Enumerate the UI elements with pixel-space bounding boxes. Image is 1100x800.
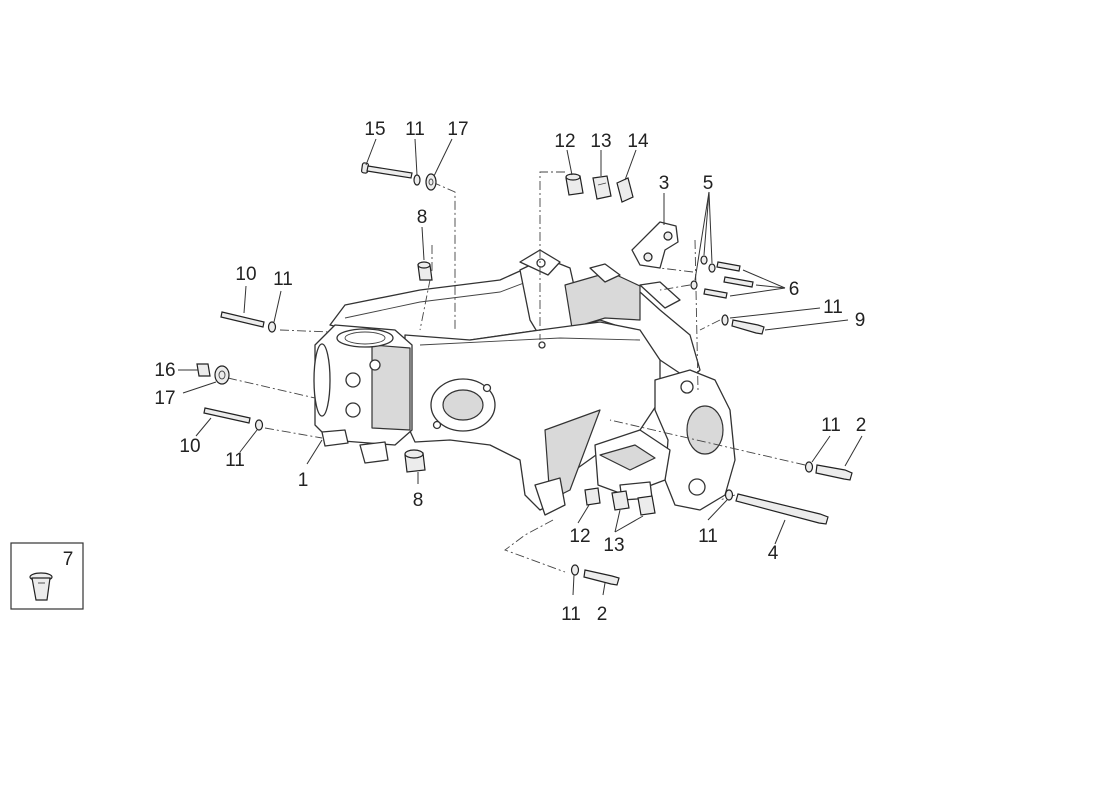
spacer-8-lower [404,449,426,473]
bolt-2-right [815,464,853,481]
callout-11: 11 [821,415,841,436]
inset-part-7 [10,542,84,610]
callout-11: 11 [273,269,293,290]
nut-16 [196,363,211,377]
callout-3: 3 [659,173,670,194]
callout-4: 4 [768,543,779,564]
bushing-12-top [565,173,584,196]
main-frame [313,249,736,516]
callout-2: 2 [597,604,608,625]
callout-14: 14 [627,131,649,152]
bolt-9 [731,319,765,335]
bolt-15 [360,162,413,179]
callout-8: 8 [417,207,428,228]
callout-17: 17 [447,119,468,140]
callout-6: 6 [789,279,800,300]
washer-11-right-lower [804,461,814,473]
callout-12: 12 [569,526,590,547]
callout-17: 17 [154,388,175,409]
callout-13: 13 [603,535,624,556]
callout-9: 9 [855,310,866,331]
washer-11-right [721,314,729,326]
bolt-6a [716,261,741,272]
bolt-2-bottom [583,569,620,586]
washer-11-left-upper [267,321,277,333]
leader-lines [178,138,863,596]
callout-12: 12 [554,131,575,152]
callout-1: 1 [298,470,309,491]
clamp-13-lower-b [637,495,656,516]
callout-10: 10 [179,436,200,457]
callout-16: 16 [154,360,175,381]
callout-11: 11 [823,297,843,318]
callout-13: 13 [590,131,611,152]
bracket-3 [631,221,679,269]
washer-11-left-lower [254,419,264,431]
callout-10: 10 [235,264,256,285]
washer-11-top [413,174,421,186]
clamp-13-lower-a [611,490,630,511]
callout-5: 5 [703,173,714,194]
bolt-4 [735,493,829,525]
bolt-10-lower [203,407,251,424]
washer-11-long [724,489,734,501]
callout-11: 11 [698,526,718,547]
spacer-17-left [214,365,230,385]
callout-7: 7 [63,549,74,570]
callout-11: 11 [561,604,581,625]
spacer-17-top [425,173,437,191]
clamp-13-top [592,175,612,200]
bolt-10-upper [220,311,265,328]
spacer-8-top [417,261,433,281]
callout-11: 11 [405,119,425,140]
bolt-6c [703,288,728,299]
callout-2: 2 [856,415,867,436]
washer-11-bottom [570,564,580,576]
callout-8: 8 [413,490,424,511]
washer-5a [700,255,708,265]
rivet-nut-7 [29,572,53,601]
callout-15: 15 [364,119,385,140]
washer-5c [690,280,698,290]
bolt-6b [723,276,754,288]
callout-11: 11 [225,450,245,471]
bushing-12-lower [584,487,601,506]
clamp-14-top [616,177,634,203]
washer-5b [708,263,716,273]
callouts: 15 11 17 8 12 13 14 3 5 6 11 9 10 11 16 … [63,119,867,625]
